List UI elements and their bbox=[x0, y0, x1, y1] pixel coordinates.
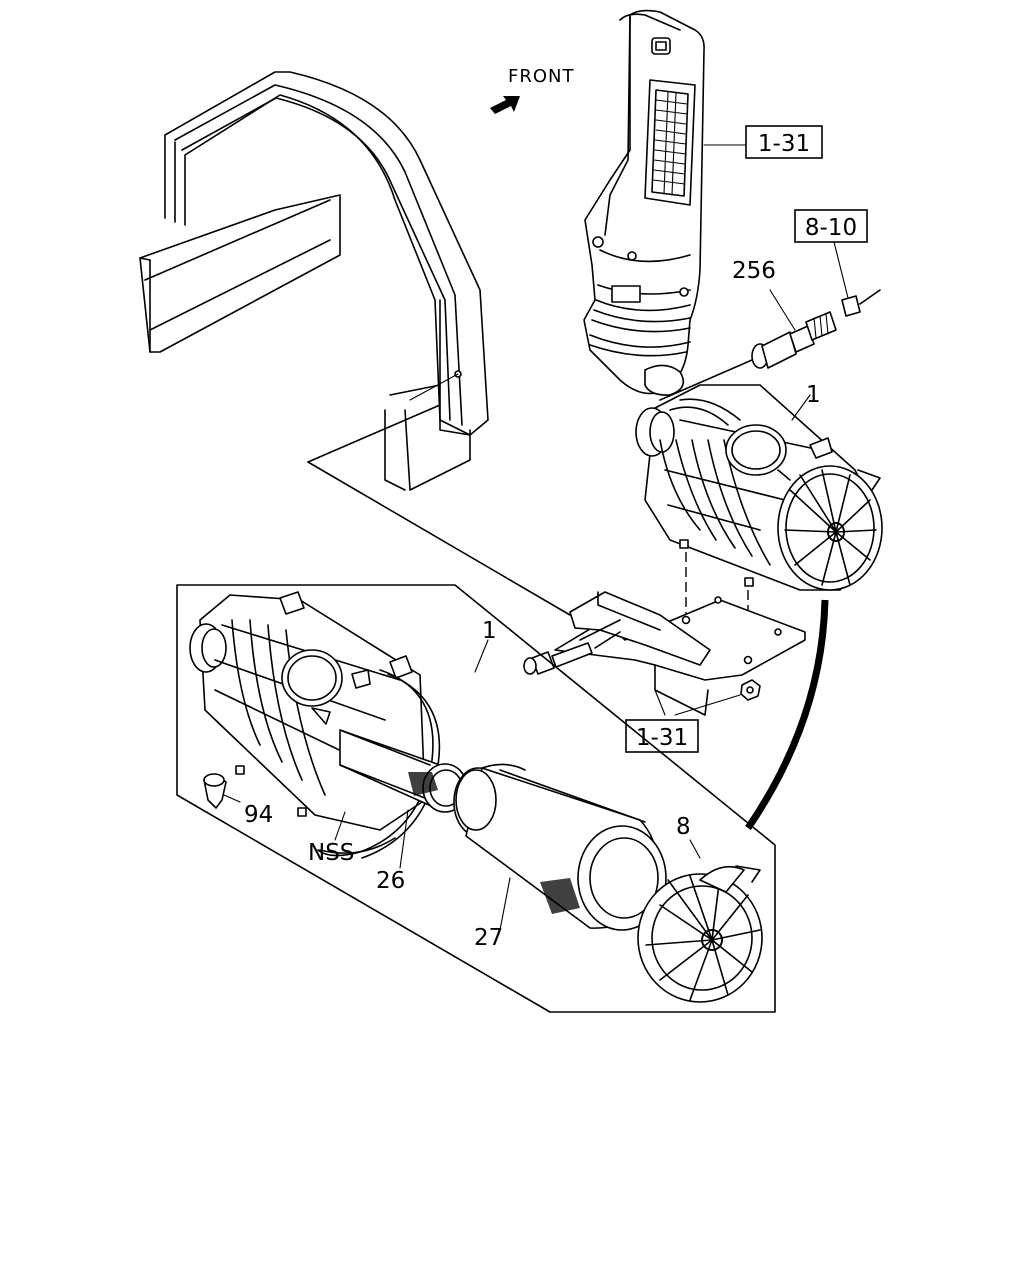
ref-box-sensor[interactable]: 8-10 bbox=[794, 209, 868, 243]
part-label-cover: 8 bbox=[676, 814, 691, 840]
part-label-nss: NSS bbox=[308, 840, 354, 866]
filter-cover bbox=[637, 839, 763, 1003]
part-label-inner-element: 26 bbox=[376, 868, 405, 894]
part-label-valve: 94 bbox=[244, 802, 273, 828]
cab-frame bbox=[139, 71, 571, 616]
cover-link-arrow bbox=[745, 599, 829, 830]
ref-label-bracket: 1-31 bbox=[636, 725, 688, 751]
outer-filter-element bbox=[453, 763, 667, 931]
mounting-bracket bbox=[523, 591, 806, 716]
part-label-air-cleaner-exploded: 1 bbox=[482, 618, 497, 644]
part-label-indicator: 256 bbox=[732, 258, 776, 284]
ref-label-sensor: 8-10 bbox=[805, 215, 857, 241]
intake-duct bbox=[583, 9, 746, 396]
ref-box-intake-duct[interactable]: 1-31 bbox=[745, 125, 823, 159]
exploded-view-frame bbox=[176, 584, 776, 1013]
vacuator-valve bbox=[203, 773, 241, 809]
air-cleaner-housing bbox=[189, 591, 441, 859]
air-cleaner-assembled: 1 bbox=[635, 382, 883, 591]
sensor-connector bbox=[833, 241, 881, 317]
ref-box-bracket[interactable]: 1-31 bbox=[625, 719, 699, 753]
part-label-outer-element: 27 bbox=[474, 925, 503, 951]
front-arrow-icon bbox=[490, 96, 520, 114]
front-indicator: FRONT bbox=[490, 66, 575, 114]
front-label: FRONT bbox=[508, 66, 575, 87]
ref-label-intake-duct: 1-31 bbox=[758, 131, 810, 157]
part-label-air-cleaner-assembled: 1 bbox=[806, 382, 821, 408]
restriction-indicator: 256 bbox=[659, 258, 837, 401]
leader-line bbox=[474, 639, 489, 673]
